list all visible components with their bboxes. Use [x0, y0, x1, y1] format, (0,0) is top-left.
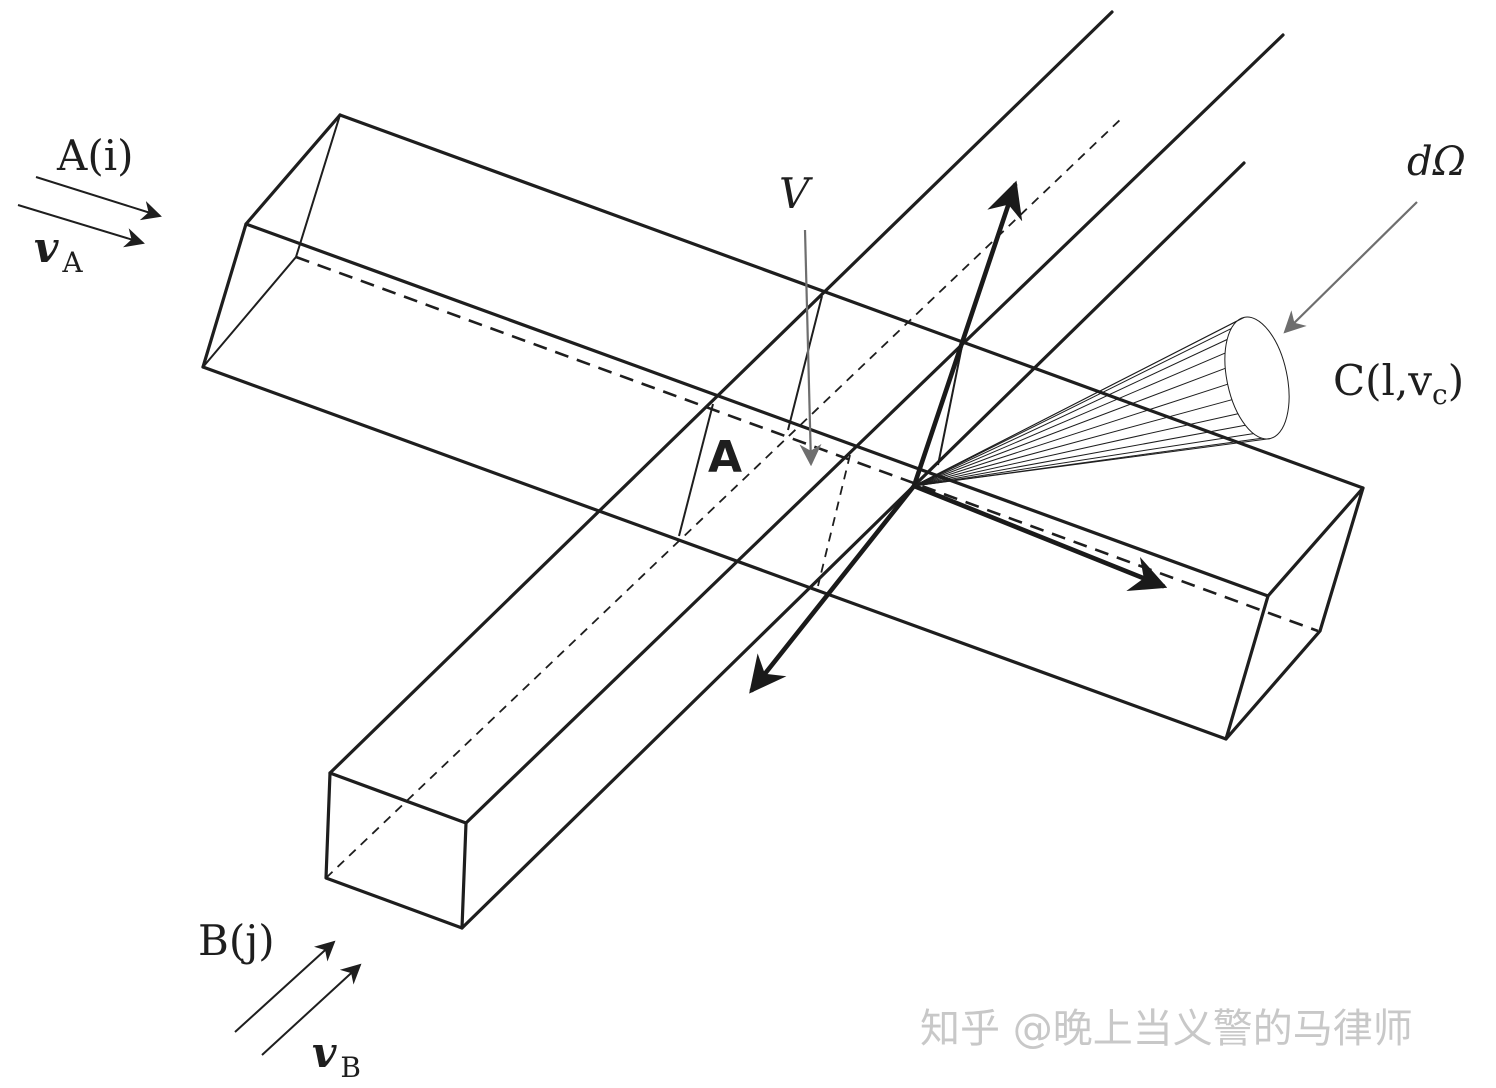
- interaction-volume: [678, 295, 964, 587]
- cone-ray: [913, 383, 1228, 487]
- beam-b-label: B(j): [198, 916, 275, 965]
- cone-ray: [913, 413, 1239, 487]
- cone-ray: [913, 328, 1232, 487]
- cone-ray: [913, 352, 1226, 487]
- product-label: C(l,vc): [1333, 356, 1464, 411]
- area-label: A: [708, 432, 742, 483]
- volume-label: V: [779, 169, 813, 218]
- cone-ray: [913, 424, 1246, 487]
- cone-ray: [913, 367, 1226, 487]
- beam-a-arrow-1: [35, 176, 162, 221]
- solid-angle-pointer-arrow: [1283, 201, 1418, 334]
- volume-pointer-arrow: [799, 229, 822, 467]
- beam-a-arrow-2: [17, 204, 145, 248]
- cone-ray: [913, 433, 1254, 487]
- cone-ray: [913, 399, 1233, 487]
- beam-a-label: A(i): [56, 131, 134, 180]
- beam-a-arrows: [17, 176, 162, 248]
- cone-ray: [913, 437, 1262, 487]
- watermark: 知乎 @晚上当义警的马律师: [920, 1006, 1413, 1052]
- cone-ray: [913, 339, 1228, 487]
- beam-b-arrow-1: [234, 940, 336, 1033]
- beam-b-arrows: [234, 940, 362, 1056]
- cone-ray: [913, 316, 1245, 487]
- beam-b-prism: [324, 10, 1285, 930]
- solid-angle-cone: [913, 316, 1290, 487]
- velocity-vectors: [749, 180, 1168, 694]
- beam-b-arrow-2: [261, 963, 362, 1056]
- outgoing-vector-up: [911, 180, 1023, 489]
- outgoing-vector-down: [749, 483, 917, 694]
- solid-angle-label: dΩ: [1407, 139, 1466, 185]
- outgoing-vector-right: [911, 483, 1168, 592]
